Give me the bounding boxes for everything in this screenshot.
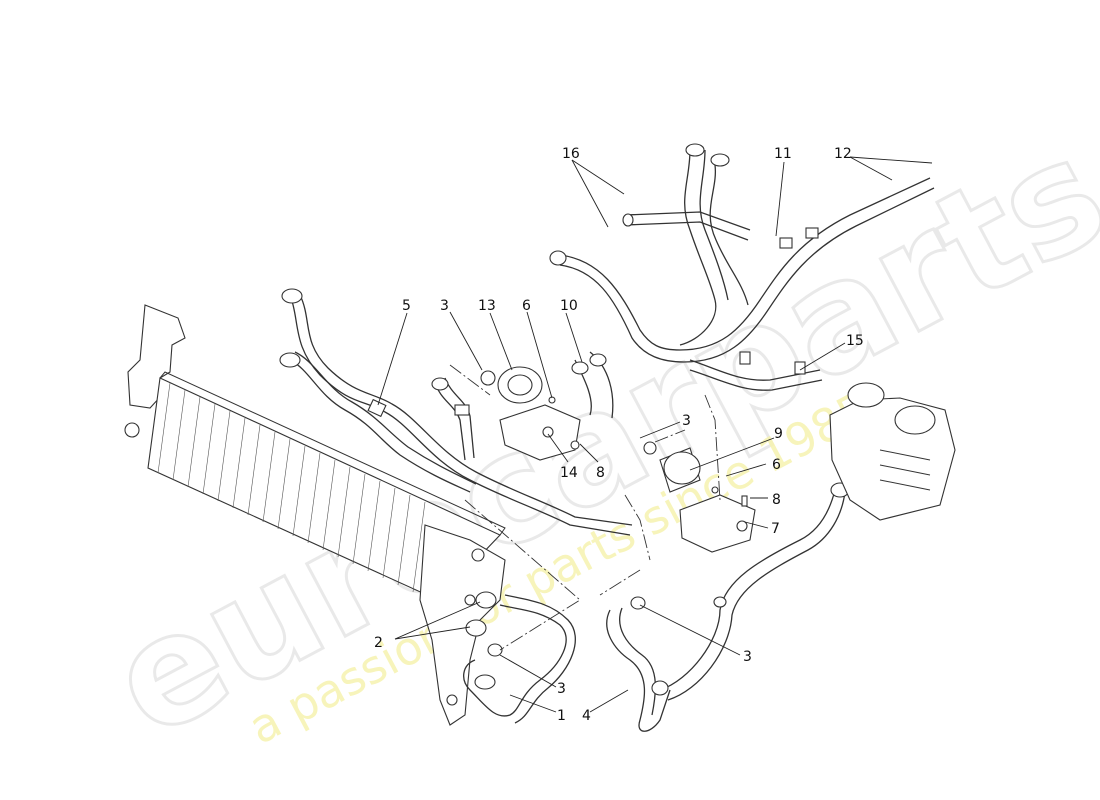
hose-short-middle (431, 377, 475, 461)
pump-9 (643, 441, 756, 553)
callout-10: 10 (560, 298, 578, 314)
hose-1 (463, 594, 576, 724)
callout-3: 3 (557, 681, 566, 697)
callout-7: 7 (771, 521, 780, 537)
hose-15 (689, 351, 823, 391)
callout-5: 5 (402, 298, 411, 314)
radiator (124, 304, 506, 726)
callout-2: 2 (374, 635, 383, 651)
callout-leaders (377, 156, 933, 713)
clamp-2 (465, 591, 497, 637)
expansion-tank (829, 382, 956, 521)
callout-6: 6 (522, 298, 531, 314)
callout-labels: 1 2 3 3 3 3 4 5 6 6 7 8 8 9 10 11 12 13 … (374, 146, 864, 724)
assembly-lines (449, 364, 721, 651)
callout-13: 13 (478, 298, 496, 314)
callout-16: 16 (562, 146, 580, 162)
pump-13 (480, 366, 581, 461)
callout-4: 4 (582, 708, 591, 724)
callout-8: 8 (772, 492, 781, 508)
callout-9: 9 (774, 426, 783, 442)
callout-3: 3 (682, 413, 691, 429)
hose-4 (606, 482, 850, 732)
hose-assembly-upper (549, 143, 935, 363)
callout-15: 15 (846, 333, 864, 349)
radiator-fins (157, 382, 426, 593)
callout-12: 12 (834, 146, 852, 162)
callout-6: 6 (772, 457, 781, 473)
callout-8: 8 (596, 465, 605, 481)
callout-14: 14 (560, 465, 578, 481)
callout-1: 1 (557, 708, 566, 724)
callout-3: 3 (440, 298, 449, 314)
hose-5 (281, 288, 633, 536)
hose-upper-left-2 (279, 351, 477, 493)
callout-11: 11 (774, 146, 792, 162)
callout-3: 3 (743, 649, 752, 665)
hose-10 (571, 351, 614, 419)
